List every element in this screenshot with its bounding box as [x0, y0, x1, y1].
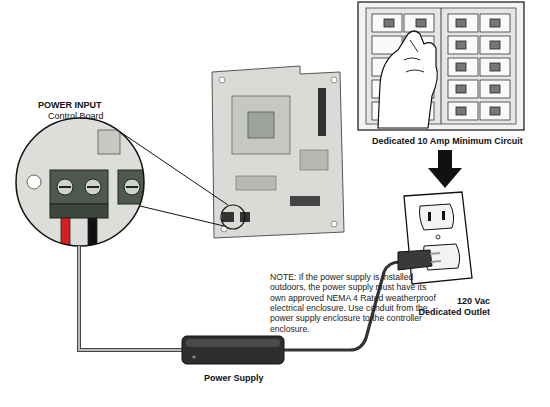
control-board: [212, 66, 344, 238]
note-text: NOTE: If the power supply is installed o…: [270, 272, 438, 334]
caption-label: Dedicated 10 Amp Minimum Circuit: [372, 136, 523, 146]
outlet: [404, 192, 472, 284]
plug: [398, 250, 441, 270]
power-supply: [182, 336, 284, 364]
down-arrow: [428, 150, 462, 188]
caption-label: Dedicated Outlet: [418, 307, 490, 317]
breaker-panel: [358, 2, 524, 130]
caption-label: 120 Vac: [457, 296, 490, 306]
magnified-power-input: [16, 118, 158, 258]
caption-label: Power Supply: [204, 373, 264, 383]
dc-cable: [79, 246, 185, 350]
part-label: POWER INPUT: [38, 100, 102, 110]
part-label: Control Board: [48, 111, 104, 121]
hand: [378, 31, 437, 128]
